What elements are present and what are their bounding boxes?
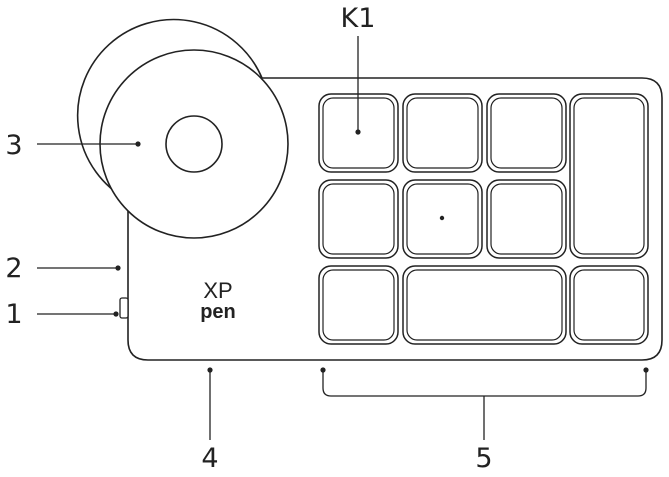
callout-label-4: 4: [201, 443, 218, 474]
logo-bottom: pen: [200, 301, 236, 323]
callout-label-k1: K1: [341, 3, 376, 34]
callout-label-3: 3: [5, 130, 22, 161]
logo-top: XP: [203, 278, 232, 303]
callout-label-5: 5: [475, 443, 492, 474]
side-switch: [119, 297, 129, 319]
key-k3: [486, 93, 567, 173]
callout-label-1: 1: [5, 299, 22, 330]
dial-center-button: [165, 115, 223, 173]
key-k10: [569, 265, 649, 345]
callout-bracket-5: [322, 370, 647, 397]
callout-label-2: 2: [5, 253, 22, 284]
key-k7: [486, 179, 567, 259]
callout-dot-2: [115, 265, 121, 271]
callout-dot-1: [113, 311, 119, 317]
key-locator-dot: [439, 215, 445, 221]
key-k2: [402, 93, 483, 173]
key-k9-wide: [402, 265, 567, 345]
key-k8: [318, 265, 399, 345]
key-k5: [318, 179, 399, 259]
key-k4-tall: [569, 93, 649, 259]
callout-dot-3: [135, 141, 141, 147]
callout-dot-k1: [355, 129, 361, 135]
